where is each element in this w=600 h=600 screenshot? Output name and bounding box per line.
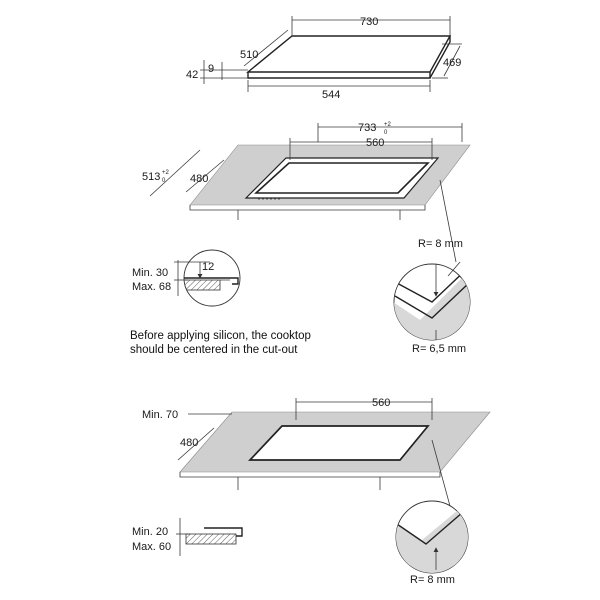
standard-depth-label: 480 [180,437,198,449]
standard-radius-label: R= 8 mm [410,574,455,586]
hob-front-label: 544 [322,89,340,101]
profile-max-label: Max. 68 [132,281,171,293]
radius-top-label: R= 8 mm [418,238,463,250]
standard-min-front-label: Min. 70 [142,409,178,421]
standard-view: 560 Min. 70 480 [142,397,491,529]
hob-depth-right-label: 469 [443,57,461,69]
hob-glass-label: 9 [208,63,214,75]
cutout-inner [253,162,430,194]
standard-profile-detail: Min. 20 Max. 60 [132,518,243,556]
hob-right-edge [429,36,451,79]
hob-top [246,35,452,73]
cutout-view: 733 +2 0 560 513 +2 0 480 R= 8 mm [142,122,471,263]
cutout-inner-depth-label: 480 [190,173,208,185]
instruction-note: Before applying silicon, the cooktop sho… [130,330,311,356]
standard-min-label: Min. 20 [132,526,168,538]
hob-height-label: 42 [186,69,198,81]
standard-max-label: Max. 60 [132,541,171,553]
cutout-inner-width-label: 560 [366,137,384,149]
hob-depth-label: 510 [240,49,258,61]
standard-cutout [248,425,430,461]
cutout-width-tol-plus: +2 [384,122,392,128]
hob-width-label: 730 [360,16,378,28]
flush-profile-detail: 12 Min. 30 Max. 68 [132,249,241,307]
cutout-depth-label: 513 [142,171,160,183]
cutout-depth-tol-plus: +2 [162,170,170,176]
profile-depth-label: 12 [202,261,214,273]
standard-width-label: 560 [372,397,390,409]
note-line-2: should be centered in the cut-out [130,344,298,356]
radius-detail-bottom: R= 8 mm [395,500,469,586]
hob-view: 730 510 469 544 42 9 [186,16,462,101]
hob-front-edge [247,72,431,79]
radius-detail-top: R= 6,5 mm [393,261,471,355]
note-line-1: Before applying silicon, the cooktop [130,330,311,342]
cutout-width-tol-minus: 0 [384,130,388,136]
cutout-depth-tol-minus: 0 [162,178,166,184]
radius-bottom-label: R= 6,5 mm [412,343,466,355]
cutout-width-label: 733 [358,122,376,134]
profile-min-label: Min. 30 [132,267,168,279]
